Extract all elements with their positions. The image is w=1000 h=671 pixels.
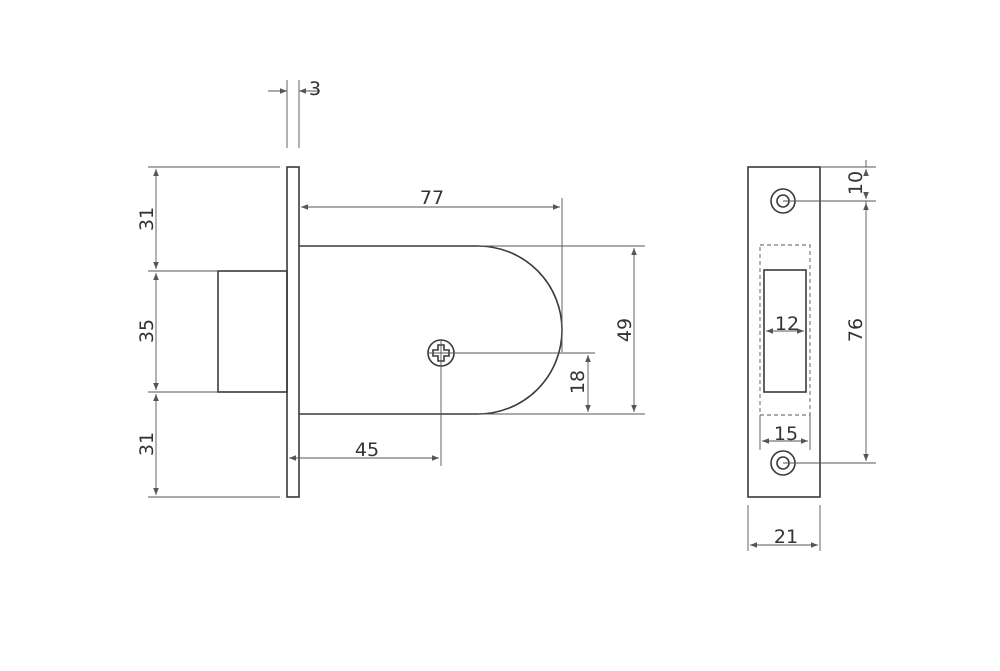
lock-case: [299, 245, 563, 415]
bolt: [217, 270, 288, 393]
dim-screw-height: 18: [567, 355, 591, 412]
label-hole-spacing: 76: [845, 318, 867, 342]
label-case-length: 77: [420, 187, 444, 209]
strike-pocket: [759, 244, 811, 416]
faceplate: [286, 166, 300, 498]
strike-plate-outline: [747, 166, 821, 498]
dim-pocket-width: 15: [759, 415, 811, 450]
dim-faceplate-thickness: 3: [268, 78, 321, 148]
dim-hole-spacing: 76: [783, 203, 876, 464]
label-pocket-width: 15: [774, 423, 798, 445]
dim-case-length: 77: [301, 187, 563, 352]
strike-cutout: [763, 269, 807, 393]
label-screw-height: 18: [567, 370, 589, 394]
label-backset: 45: [355, 439, 379, 461]
dim-cutout-width: 12: [766, 313, 804, 335]
dim-plate-width: 21: [747, 505, 821, 551]
dim-case-height: 49: [478, 245, 645, 415]
label-hole-offset: 10: [845, 171, 867, 195]
label-plate-width: 21: [774, 526, 798, 548]
label-case-height: 49: [614, 318, 636, 342]
label-top-offset: 31: [136, 207, 158, 231]
label-faceplate-thickness: 3: [309, 78, 321, 100]
label-bolt-height: 35: [136, 319, 158, 343]
label-cutout-width: 12: [775, 313, 799, 335]
label-bottom-offset: 31: [136, 432, 158, 456]
side-view: [217, 166, 595, 498]
dim-left-column: 31 35 31: [136, 166, 280, 498]
dim-backset: 45: [289, 439, 439, 461]
strike-plate: [747, 166, 821, 498]
